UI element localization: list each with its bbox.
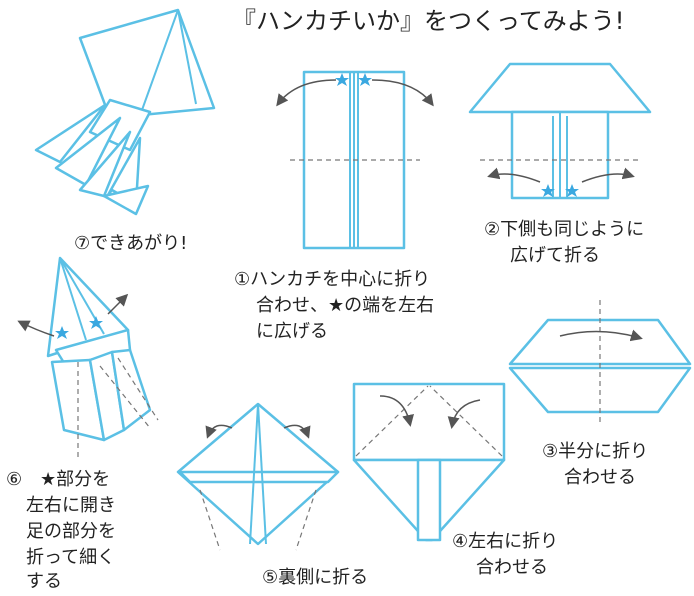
star-icon [89,316,103,329]
step1-caption-line2: 合わせ、★の端を左右 [256,295,435,316]
step4-caption: ④左右に折り [452,531,559,552]
step6-caption-line2: 左右に開き [26,495,116,516]
step7-illustration [34,8,216,216]
step7-caption: ⑦できあがり! [74,233,188,254]
step2-caption: ②下側も同じように [484,219,645,240]
step5-caption: ⑤裏側に折る [262,567,369,588]
step6-caption: ★部分を [40,469,111,490]
step6-illustration [17,256,159,460]
step5-illustration [176,402,340,551]
step1-caption: ①ハンカチを中心に折り [234,269,431,290]
star-icon [358,73,372,86]
step1-illustration [276,70,434,250]
star-icon [565,184,579,197]
step2-caption-line2: 広げて折る [510,245,600,266]
step6-number: ⑥ [6,469,23,490]
step6-caption-line4: 折って細く [26,547,116,568]
step3-illustration [508,300,692,425]
star-icon [55,326,69,339]
step4-caption-line2: 合わせる [476,557,548,578]
step4-illustration [352,382,506,542]
star-icon [335,73,349,86]
step3-caption: ③半分に折り [542,441,649,462]
step3-caption-line2: 合わせる [564,467,636,488]
step2-illustration [468,62,652,200]
step6-caption-line3: 足の部分を [26,521,116,542]
page-title: 『ハンカチいか』をつくってみよう! [232,7,625,35]
step1-caption-line3: に広げる [256,321,328,342]
step6-caption-line5: する [26,571,62,592]
star-icon [541,184,555,197]
